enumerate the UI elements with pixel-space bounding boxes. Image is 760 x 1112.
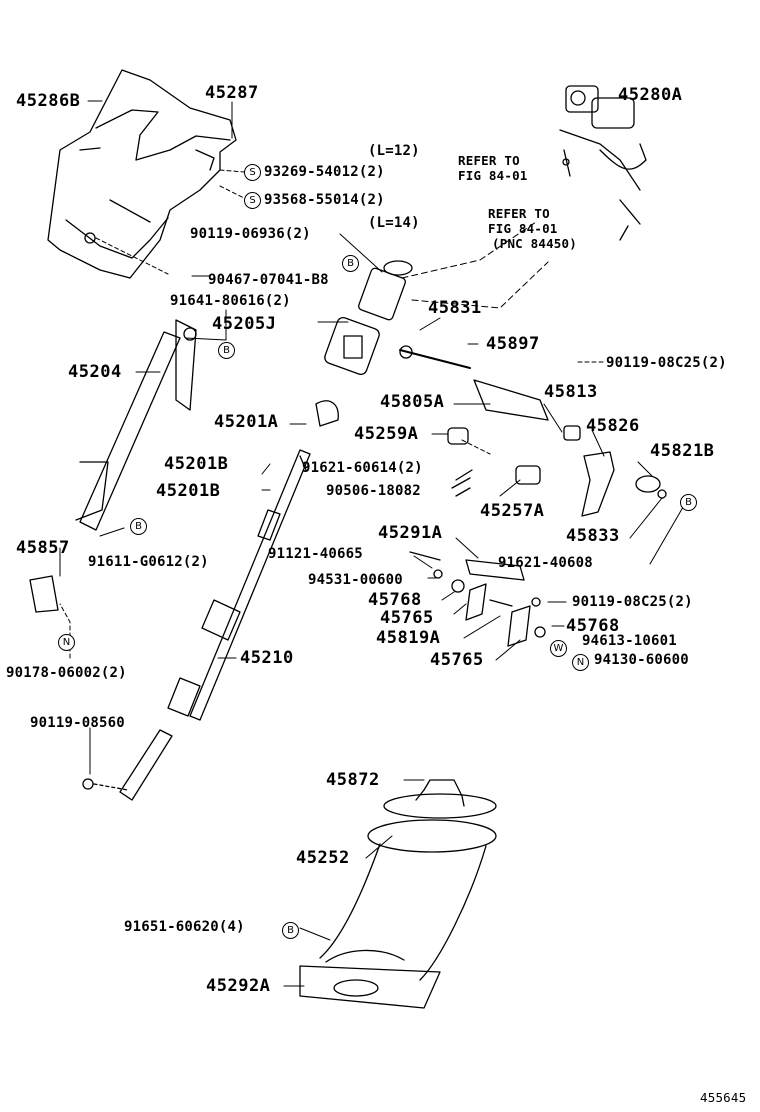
part-label-45831: 45831 [428, 298, 482, 318]
part-label-45768-right: 45768 [566, 616, 620, 636]
part-label-45805A: 45805A [380, 392, 445, 412]
part-label-93568: 93568-55014(2) [264, 192, 385, 208]
part-label-90506: 90506-18082 [326, 483, 421, 499]
part-label-45259A: 45259A [354, 424, 419, 444]
marker-b: B [680, 494, 697, 511]
column-cover-drawing [47, 69, 237, 279]
marker-b: B [282, 922, 299, 939]
part-label-45765-upper: 45765 [380, 608, 434, 628]
figure-code: 455645 [700, 1090, 747, 1105]
part-label-45287: 45287 [205, 83, 259, 103]
part-label-45292A: 45292A [206, 976, 271, 996]
part-label-91621-60614: 91621-60614(2) [302, 460, 423, 476]
part-label-45201A: 45201A [214, 412, 279, 432]
part-label-45833: 45833 [566, 526, 620, 546]
part-label-45821B: 45821B [650, 441, 715, 461]
marker-b: B [218, 342, 235, 359]
part-label-45257A: 45257A [480, 501, 545, 521]
part-label-45897: 45897 [486, 334, 540, 354]
part-label-94531: 94531-00600 [308, 572, 403, 588]
part-label-45201B-lower: 45201B [156, 481, 221, 501]
part-label-91651: 91651-60620(4) [124, 919, 245, 935]
part-label-45201B-upper: 45201B [164, 454, 229, 474]
marker-n: N [572, 654, 589, 671]
refer-text-2c: (PNC 84450) [492, 236, 577, 251]
part-label-91621-40608: 91621-40608 [498, 555, 593, 571]
refer-text-1a: REFER TO [458, 153, 520, 168]
part-label-90467: 90467-07041-B8 [208, 272, 329, 288]
part-label-90119-06936: 90119-06936(2) [190, 226, 311, 242]
intermediate-shaft-drawing [82, 449, 311, 801]
part-label-90178: 90178-06002(2) [6, 665, 127, 681]
bracket-45291A-drawing [409, 551, 546, 647]
part-label-45252: 45252 [296, 848, 350, 868]
part-label-45826: 45826 [586, 416, 640, 436]
part-label-45280A: 45280A [618, 85, 683, 105]
column-boot-drawing [299, 779, 497, 1009]
part-label-90119-08C25-lower: 90119-08C25(2) [572, 594, 693, 610]
marker-w: W [550, 640, 567, 657]
leader-lines [59, 100, 687, 987]
part-label-45205J: 45205J [212, 314, 277, 334]
part-label-45286B: 45286B [16, 91, 81, 111]
part-label-45204: 45204 [68, 362, 122, 382]
part-label-45210: 45210 [240, 648, 294, 668]
part-label-93269: 93269-54012(2) [264, 164, 385, 180]
marker-s: S [244, 192, 261, 209]
part-label-91641: 91641-80616(2) [170, 293, 291, 309]
part-label-45813: 45813 [544, 382, 598, 402]
part-label-94130: 94130-60600 [594, 652, 689, 668]
refer-text-1b: FIG 84-01 [458, 168, 528, 183]
part-label-94613: 94613-10601 [582, 633, 677, 649]
part-label-91611: 91611-G0612(2) [88, 554, 209, 570]
part-label-90119-08C25-upper: 90119-08C25(2) [606, 355, 727, 371]
marker-b: B [342, 255, 359, 272]
marker-b: B [130, 518, 147, 535]
part-label-45768-left: 45768 [368, 590, 422, 610]
length-note-14: (L=14) [368, 215, 420, 231]
part-label-45857: 45857 [16, 538, 70, 558]
key-cylinder-drawing [324, 260, 413, 376]
marker-s: S [244, 164, 261, 181]
part-label-91121: 91121-40665 [268, 546, 363, 562]
length-note-12: (L=12) [368, 143, 420, 159]
tilt-lever-parts-drawing [299, 345, 667, 517]
marker-n: N [58, 634, 75, 651]
ignition-switch-drawing [559, 85, 647, 241]
refer-text-2a: REFER TO [488, 206, 550, 221]
part-label-45819A: 45819A [376, 628, 441, 648]
part-label-45872: 45872 [326, 770, 380, 790]
part-label-45291A: 45291A [378, 523, 443, 543]
bracket-45857-drawing [29, 575, 59, 613]
steering-column-drawing [75, 319, 197, 531]
part-label-90119-08560: 90119-08560 [30, 715, 125, 731]
part-label-45765-lower: 45765 [430, 650, 484, 670]
refer-text-2b: FIG 84-01 [488, 221, 558, 236]
